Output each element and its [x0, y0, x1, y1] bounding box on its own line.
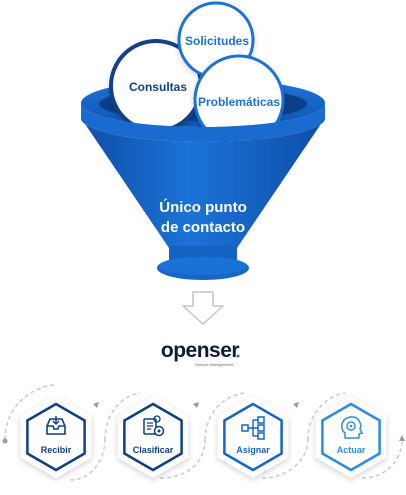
step-hexagon — [321, 402, 381, 472]
funnel-cone — [81, 118, 325, 248]
brand-name: openser — [161, 339, 240, 362]
bubble-label-solicitudes: Solicitudes — [185, 34, 249, 48]
step-recibir: Recibir — [20, 396, 92, 478]
step-label: Asignar — [236, 445, 270, 455]
step-label: Recibir — [41, 445, 72, 455]
cycle-arrow-icon — [399, 435, 405, 441]
cycle-arrow-icon — [293, 402, 299, 408]
funnel-label-line2: de contacto — [161, 219, 245, 236]
step-hexagon — [123, 402, 183, 472]
cycle-arrow-icon — [193, 402, 199, 408]
step-hexagon — [26, 402, 86, 472]
step-hexagon — [223, 402, 283, 472]
inbox-tray-icon — [46, 416, 66, 435]
funnel-label-line1: Único punto — [159, 198, 246, 216]
openser-logo: openser Service Management — [161, 339, 240, 367]
brand-tagline: Service Management — [195, 362, 234, 367]
step-label: Actuar — [337, 445, 366, 455]
head-gear-icon — [340, 416, 364, 439]
bubble-label-consultas: Consultas — [129, 80, 187, 94]
cycle-path — [4, 384, 403, 481]
cycle-start-dot — [2, 438, 8, 444]
funnel-rim-front — [81, 103, 325, 142]
hierarchy-tree-icon — [241, 416, 265, 440]
step-label: Clasificar — [133, 445, 174, 455]
sorting-gears-icon — [143, 415, 165, 437]
cycle-arrow-icon — [93, 402, 99, 408]
step-clasificar: Clasificar — [117, 396, 189, 478]
down-arrow-icon — [182, 291, 224, 325]
step-asignar: Asignar — [217, 396, 289, 478]
bubble-label-problematicas: Problemáticas — [198, 95, 280, 109]
step-actuar: Actuar — [315, 396, 387, 478]
